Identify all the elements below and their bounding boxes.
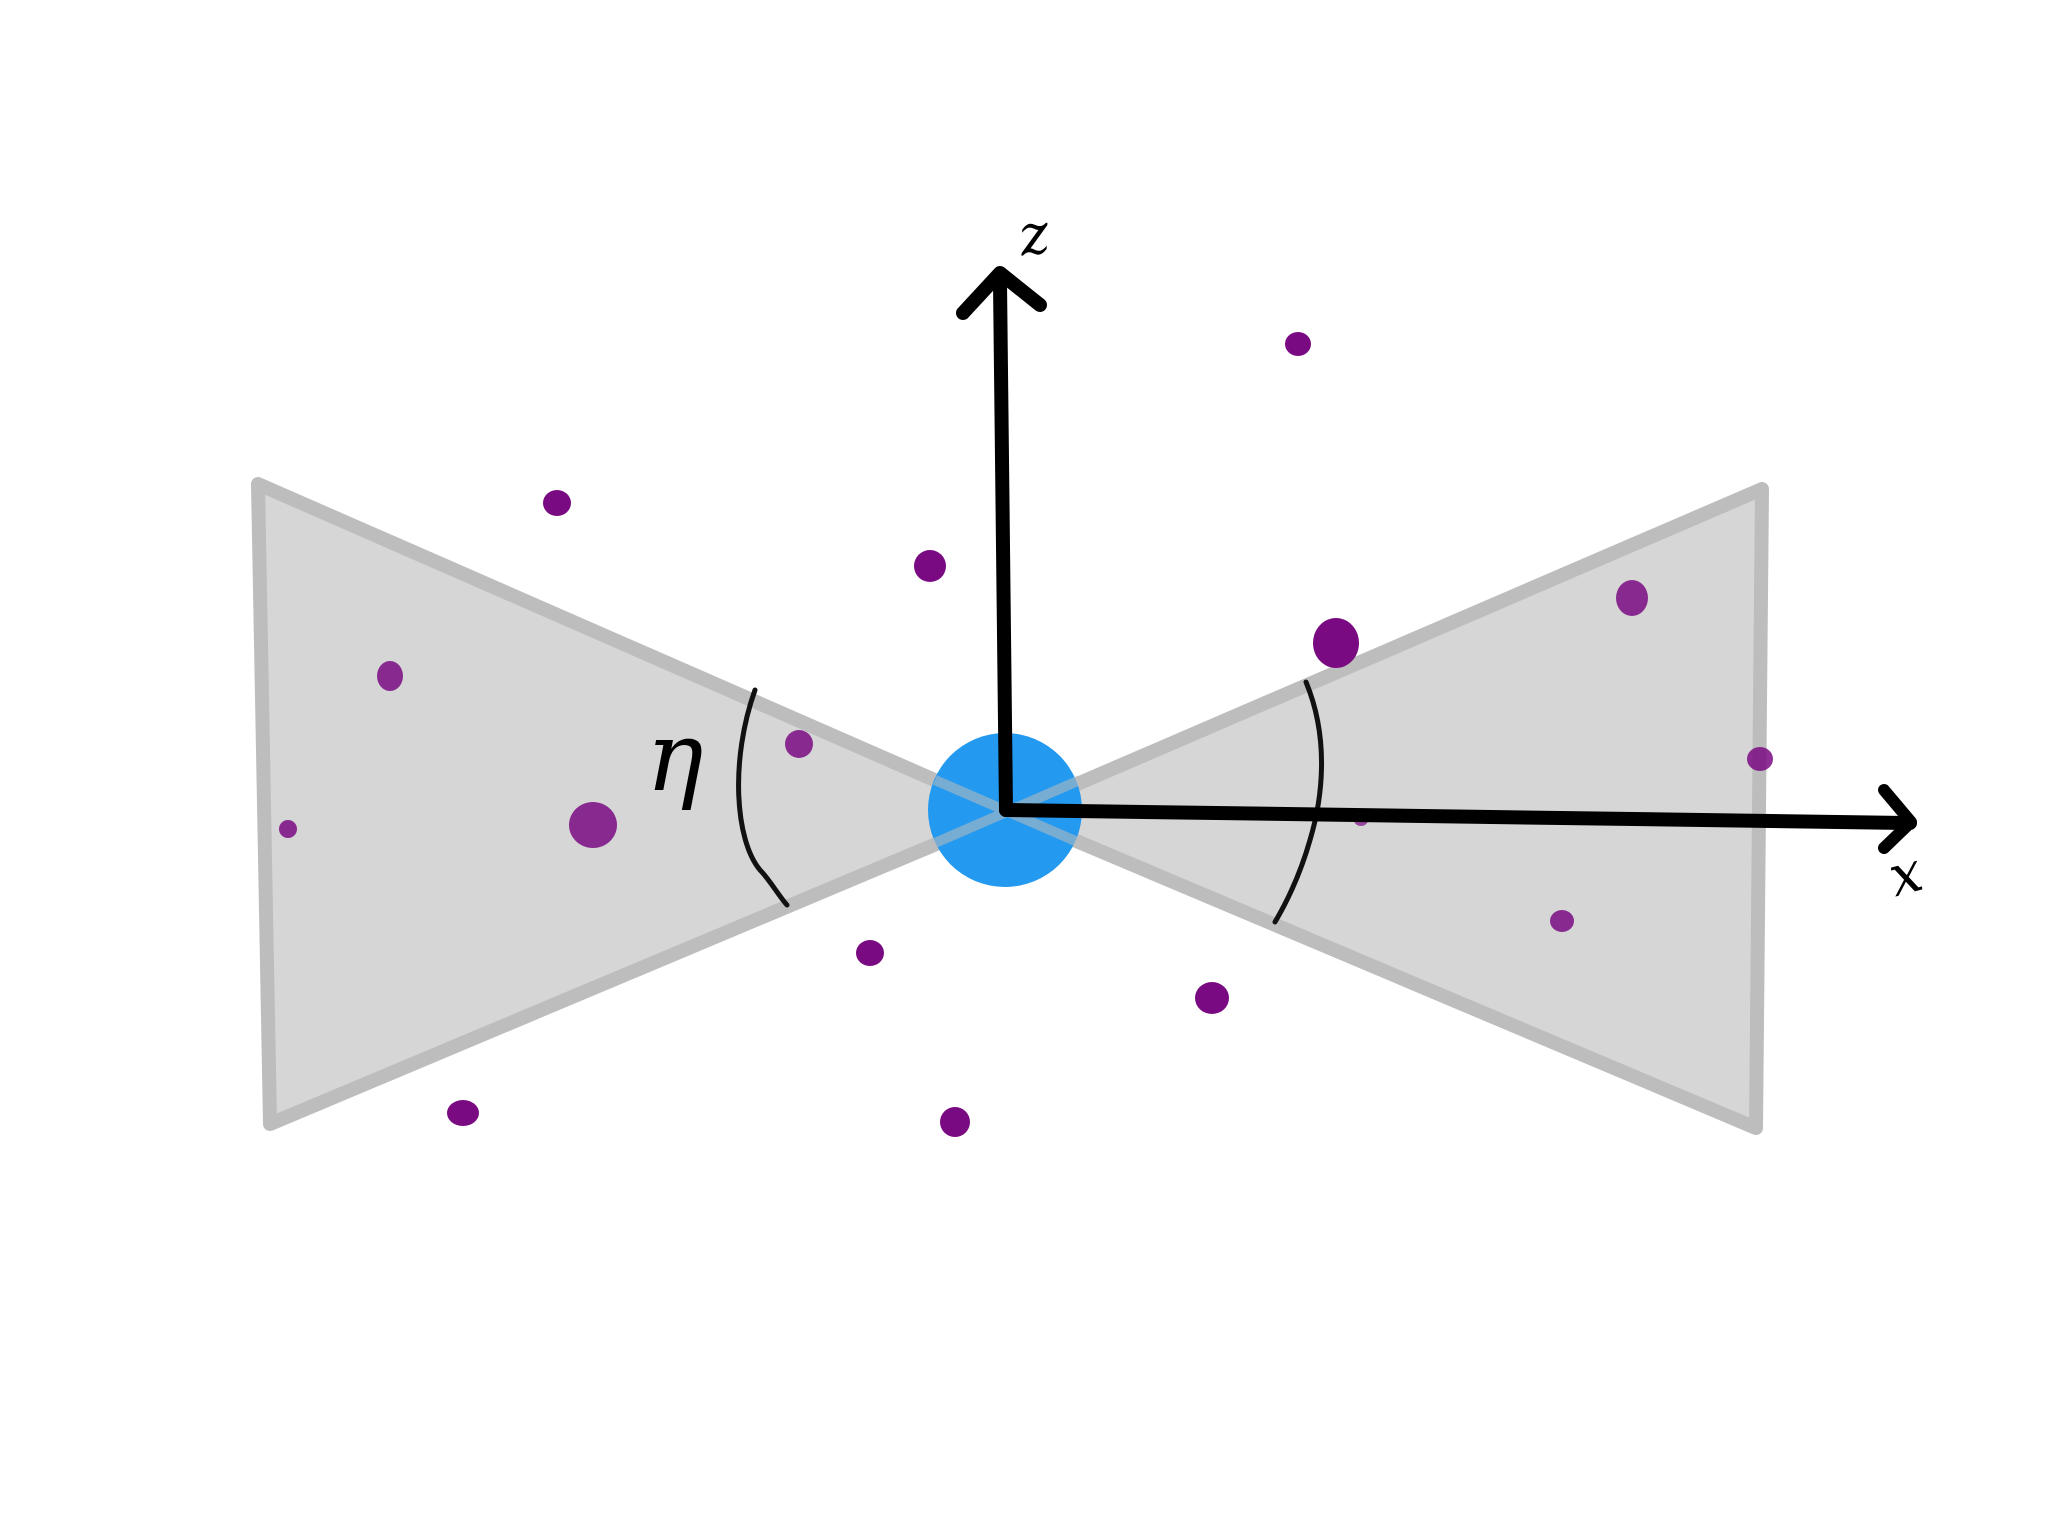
particle	[543, 490, 571, 516]
particle	[856, 940, 884, 966]
particle	[1550, 910, 1574, 932]
particle	[447, 1100, 479, 1126]
x-axis-arrowhead	[1878, 784, 1917, 854]
particle	[1616, 580, 1648, 616]
particle	[377, 661, 403, 691]
angle-arc-right	[1272, 679, 1325, 925]
particle	[1195, 982, 1229, 1014]
x-axis-label: x	[1882, 839, 1929, 910]
angle-label-eta: η	[646, 701, 704, 813]
z-axis-label: z	[1014, 201, 1054, 270]
particle	[569, 802, 617, 848]
particle	[279, 820, 297, 838]
particle	[1747, 747, 1773, 771]
axes	[956, 266, 1917, 854]
z-axis-line	[993, 276, 1013, 817]
particle	[785, 730, 813, 758]
particle	[940, 1107, 970, 1137]
x-axis-line	[999, 803, 1917, 830]
particle	[914, 550, 946, 582]
particle	[1313, 618, 1359, 668]
left-wedge	[251, 477, 1017, 1131]
angle-arc-left	[736, 687, 790, 908]
z-axis-arrowhead	[956, 266, 1047, 320]
particle	[1285, 332, 1311, 356]
angle-arcs	[736, 679, 1325, 925]
